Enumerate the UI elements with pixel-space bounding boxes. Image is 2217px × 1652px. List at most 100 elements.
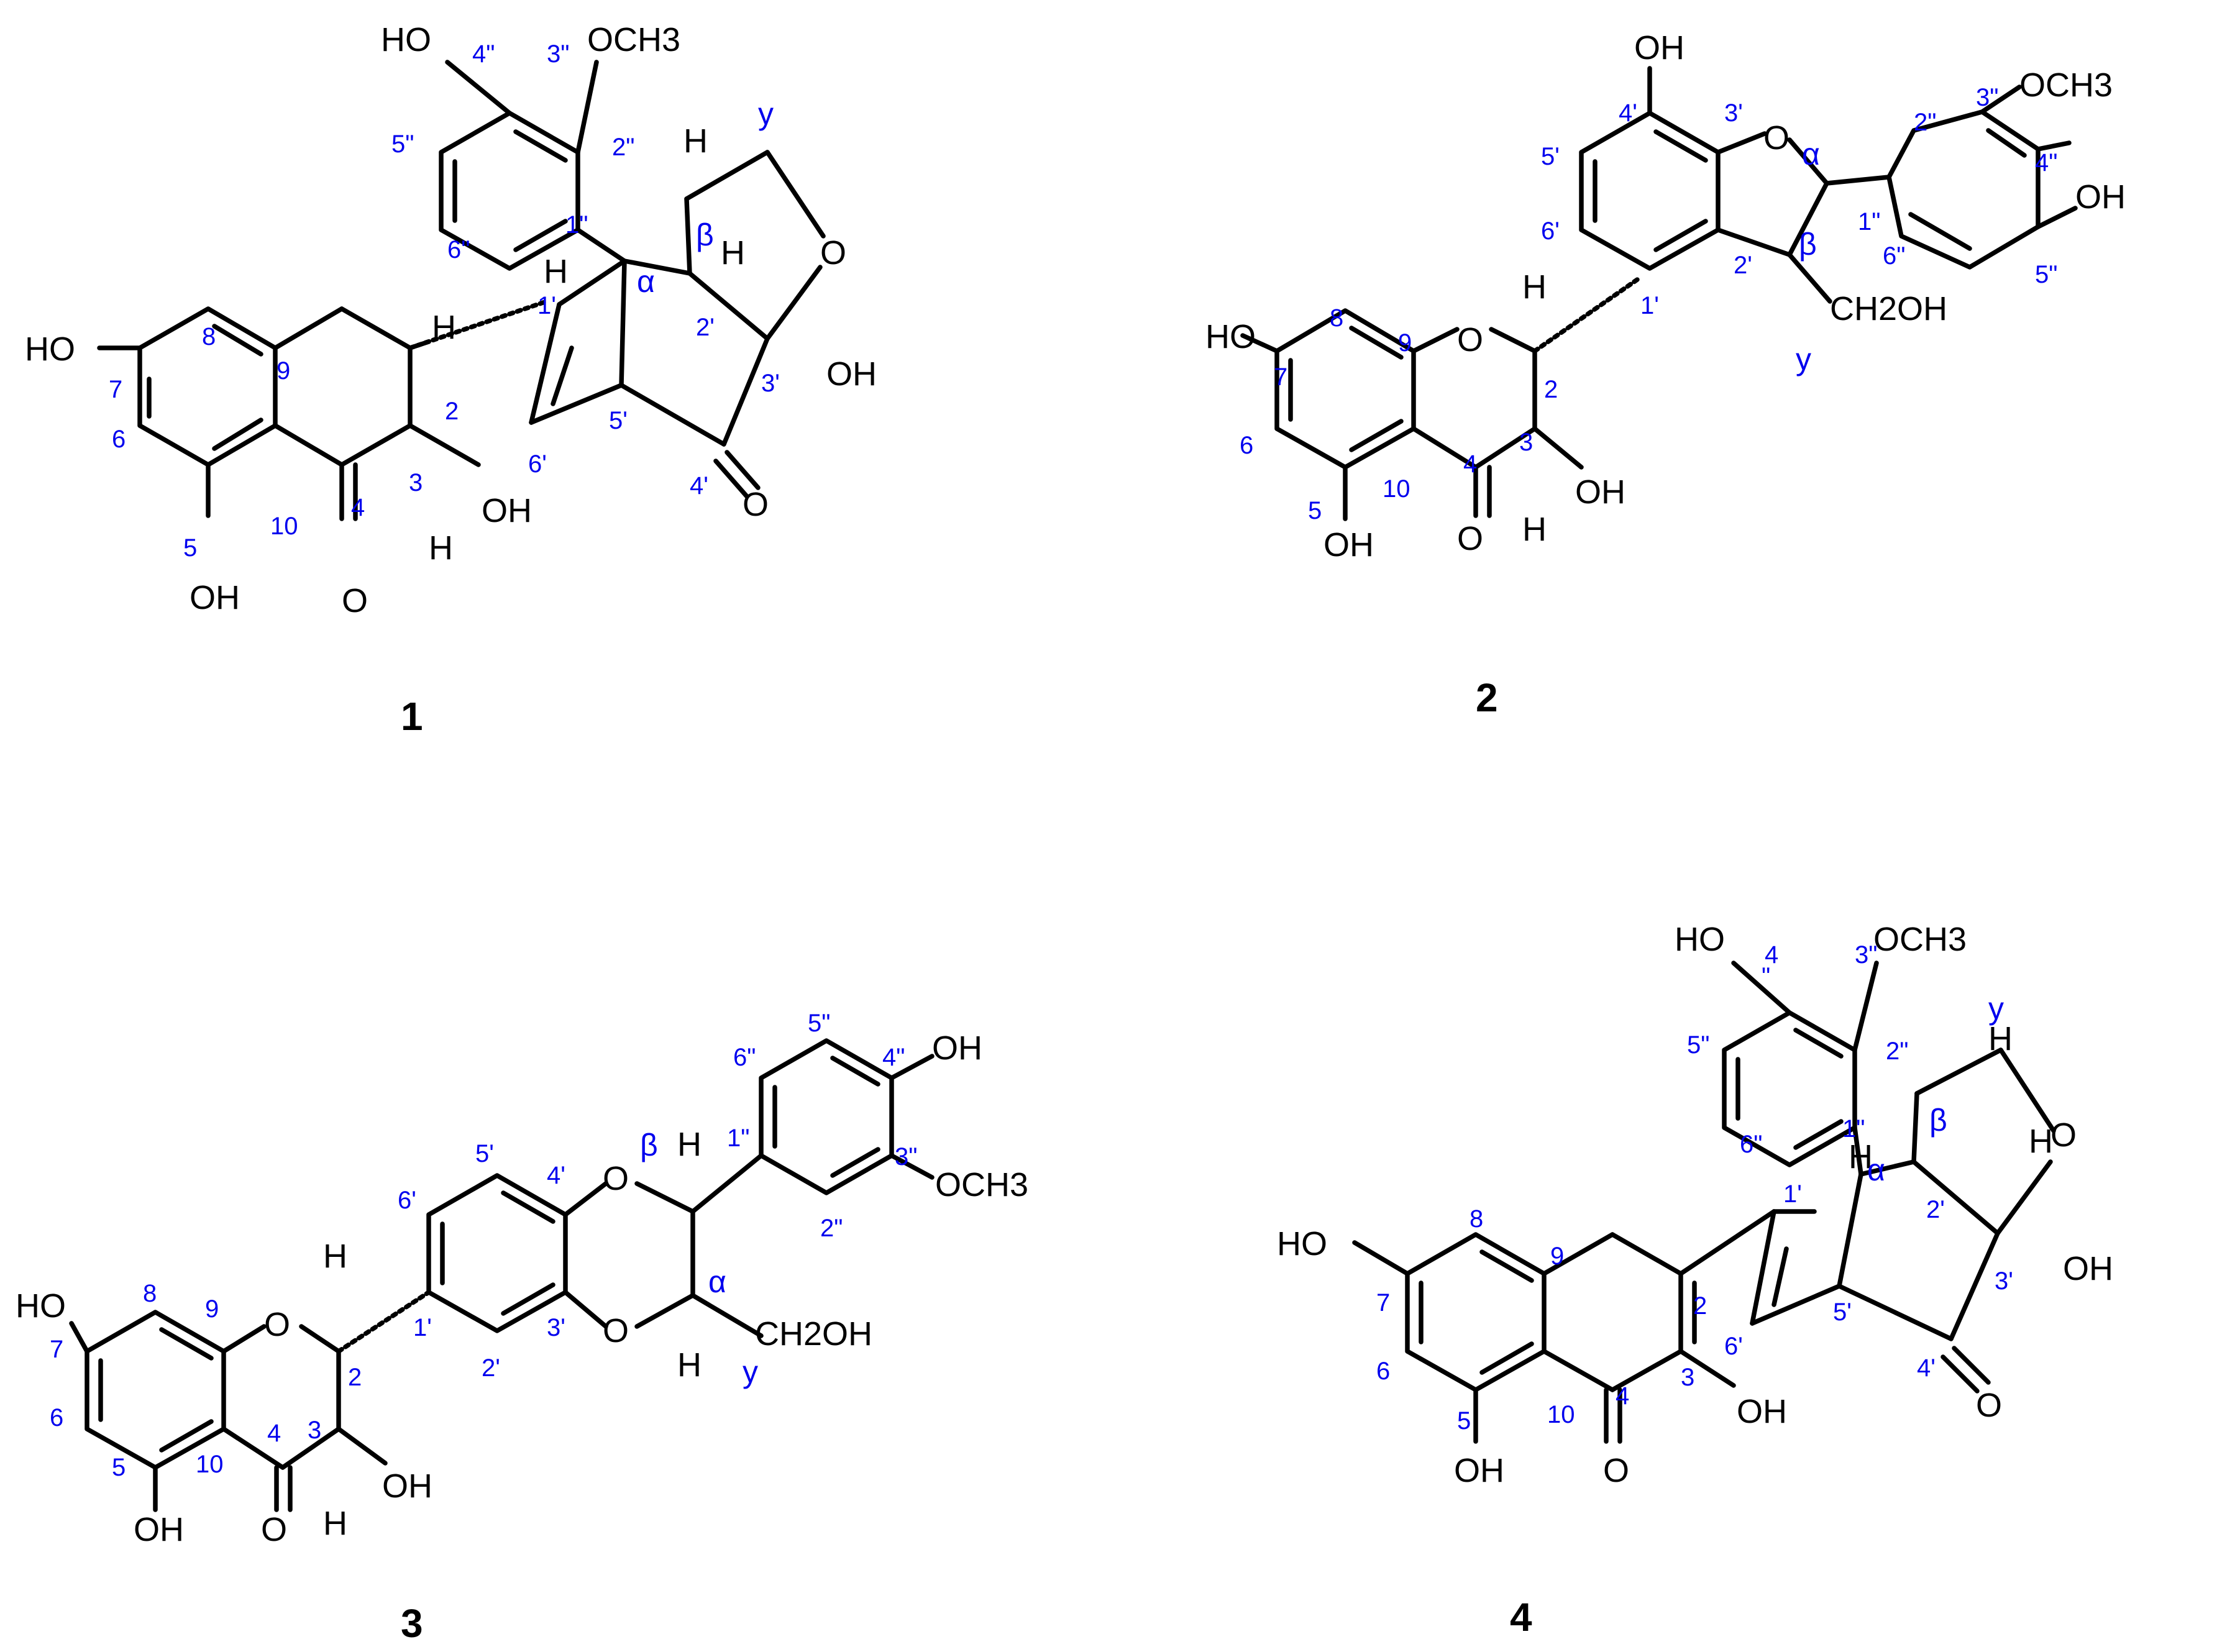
c2-num-4p: 4' (1619, 99, 1637, 127)
c3-h-alpha: H (677, 1346, 702, 1384)
c3-num-2pp: 2" (820, 1215, 843, 1242)
c2-oh-4p: OH (1634, 29, 1684, 66)
c3-num-2p: 2' (482, 1354, 500, 1382)
c1-beta: β (696, 217, 714, 252)
c1-num-9: 9 (277, 357, 290, 385)
c3-num-4: 4 (267, 1420, 281, 1447)
compound-3-id: 3 (401, 1601, 423, 1646)
c3-o-4: O (261, 1511, 287, 1548)
c3-num-6pp: 6" (733, 1044, 756, 1071)
c4-beta: β (1929, 1103, 1947, 1138)
c4-label-y: y (1988, 991, 2004, 1026)
c2-ch2oh: CH2OH (1830, 290, 1947, 327)
c1-num-4: 4 (351, 494, 365, 521)
c3-oh-4pp: OH (932, 1029, 982, 1067)
c4-num-3p: 3' (1995, 1267, 2013, 1295)
c1-num-3: 3 (409, 469, 423, 496)
compound-4-atom-labels: HO OCH3 HO OH O OH H H H O OH O (1277, 921, 2113, 1489)
c1-oh-3p: OH (826, 355, 877, 393)
c4-o-4p: O (1976, 1387, 2002, 1424)
c1-num-5pp: 5" (391, 130, 414, 158)
c1-o-ring: O (820, 234, 846, 272)
compound-1-id: 1 (401, 694, 423, 739)
c2-o-9: O (1457, 321, 1483, 358)
c3-h-2: H (323, 1238, 347, 1275)
c2-num-4: 4 (1463, 450, 1477, 478)
c3-o-4p: O (603, 1160, 629, 1197)
c1-num-6p: 6' (528, 450, 547, 478)
compound-1-bonds (97, 60, 826, 521)
compound-1-atom-labels: HO OCH3 HO OH O H H OH H H H O OH O (25, 21, 877, 619)
c3-ho-7: HO (16, 1287, 66, 1325)
c4-ho-7: HO (1277, 1225, 1327, 1262)
c2-label-y: y (1796, 342, 1811, 376)
c3-num-1pp: 1" (727, 1125, 749, 1152)
c1-num-10: 10 (270, 513, 298, 540)
c4-h-bridge: H (1988, 1020, 2013, 1057)
c3-num-4pp: 4" (882, 1044, 905, 1071)
compound-4-bonds (1352, 961, 2056, 1444)
compound-4-structure: HO OCH3 HO OH O OH H H H O OH O 4 " 3" 5… (1277, 921, 2113, 1640)
c1-num-3pp: 3" (547, 40, 569, 68)
c1-num-5p: 5' (609, 407, 628, 434)
c2-num-5pp: 5" (2035, 261, 2057, 288)
c1-num-6: 6 (112, 426, 126, 453)
c2-num-9: 9 (1398, 329, 1412, 357)
c2-alpha: α (1802, 137, 1820, 171)
c2-num-2pp: 2" (1914, 109, 1936, 136)
c3-num-1p: 1' (413, 1314, 432, 1341)
c2-num-3: 3 (1519, 429, 1533, 456)
c4-num-2: 2 (1693, 1292, 1707, 1320)
c1-num-4p: 4' (690, 472, 708, 500)
c1-oh-3: OH (482, 492, 532, 529)
c1-label-y: y (758, 96, 774, 131)
c1-ho-7: HO (25, 331, 75, 368)
c3-beta: β (640, 1128, 658, 1162)
c3-och3: OCH3 (935, 1166, 1028, 1203)
c1-o-4: O (342, 582, 368, 619)
c4-oh-5: OH (1454, 1452, 1504, 1489)
c1-num-1p: 1' (537, 292, 556, 319)
c4-ho-4pp: HO (1675, 921, 1725, 958)
c1-o-4p: O (743, 486, 769, 523)
c2-num-2: 2 (1544, 376, 1558, 403)
c3-alpha: α (708, 1264, 726, 1299)
c4-h-beta: H (2029, 1123, 2053, 1160)
compound-4-id: 4 (1510, 1595, 1532, 1640)
c4-num-2pp: 2" (1886, 1038, 1908, 1065)
c4-oh-3: OH (1737, 1393, 1787, 1430)
c2-beta: β (1799, 227, 1817, 262)
c2-num-5: 5 (1308, 497, 1322, 524)
c3-num-6p: 6' (398, 1187, 416, 1214)
c4-num-6pp: 6" (1740, 1131, 1762, 1158)
c2-oh-5: OH (1323, 526, 1374, 564)
c2-num-1pp: 1" (1858, 208, 1880, 235)
c4-och3-3pp: OCH3 (1873, 921, 1967, 958)
c3-h-3: H (323, 1505, 347, 1542)
compound-2-structure: OH O OCH3 OH H HO O CH2OH O OH H OH 4' 3… (1205, 29, 2126, 720)
c2-num-1p: 1' (1640, 292, 1659, 319)
c4-num-3: 3 (1681, 1364, 1694, 1391)
c1-h-beta: H (721, 234, 745, 272)
c1-h-bridge: H (683, 122, 708, 160)
c3-label-y: y (743, 1354, 758, 1389)
c4-o-ring: O (2050, 1116, 2077, 1154)
compound-2-position-labels: 4' 3' 5' 6' 1' 2' 2" 3" 4" 1" 6" 5" 8 9 … (1240, 84, 2057, 524)
c2-och3: OCH3 (2019, 66, 2113, 104)
c2-num-4pp: 4" (2035, 149, 2057, 176)
c1-num-8: 8 (202, 323, 216, 350)
c4-num-5p: 5' (1833, 1298, 1852, 1326)
c4-o-4: O (1603, 1452, 1629, 1489)
c1-alpha: α (637, 264, 655, 299)
c1-num-4pp: 4" (472, 40, 495, 68)
c4-num-7: 7 (1376, 1289, 1390, 1317)
c3-oh-3: OH (382, 1467, 432, 1505)
c3-num-6: 6 (50, 1404, 63, 1431)
c1-num-5: 5 (183, 534, 197, 562)
c2-num-7: 7 (1274, 363, 1287, 391)
c3-num-9: 9 (205, 1295, 219, 1323)
c3-num-5pp: 5" (808, 1010, 830, 1037)
c3-num-3p: 3' (547, 1314, 565, 1341)
c1-num-3p: 3' (761, 370, 780, 397)
compound-3-structure: OH OCH3 O O H H CH2OH H HO O O OH H OH 5… (16, 1010, 1028, 1646)
